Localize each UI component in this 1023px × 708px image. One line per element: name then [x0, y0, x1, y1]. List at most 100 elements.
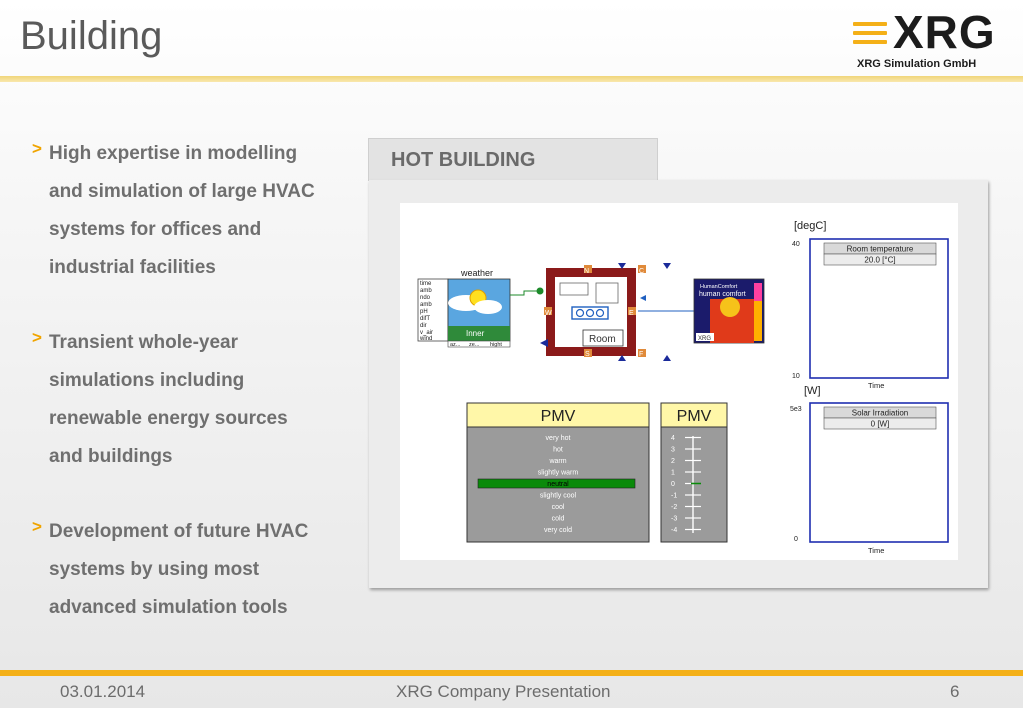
arrow-icon	[640, 295, 646, 301]
model-canvas: time amb ndo amb pH difT dir v_air wind …	[400, 203, 958, 560]
comfort-title: HumanComfort	[700, 284, 738, 290]
weather-bottom-port: az...	[450, 342, 461, 348]
room-port-f[interactable]	[638, 349, 646, 357]
room-port-e[interactable]	[628, 307, 636, 315]
weather-port: difT	[420, 316, 430, 322]
bullet-line: systems by using most	[49, 559, 260, 580]
footer-accent-bar	[0, 670, 1023, 676]
pmv-scale-tick-label: -2	[671, 504, 677, 511]
bullet-marker: >	[32, 517, 42, 536]
pmv-scale-tick-label: -4	[671, 527, 677, 534]
plot-ymax: 5e3	[790, 406, 802, 413]
bullet-line: industrial facilities	[49, 257, 216, 278]
irradiation-plot: [W] 5e3 0 Solar Irradiation 0 [W] Time	[790, 385, 949, 555]
pmv-level-label: neutral	[547, 481, 569, 488]
bullet-line: simulations including	[49, 370, 245, 391]
pmv-selected-highlight	[477, 478, 636, 489]
bullet-list: > High expertise in modelling and simula…	[32, 135, 362, 664]
comfort-tag: XRG	[698, 336, 711, 342]
figure-tab-title: HOT BUILDING	[391, 149, 536, 171]
weather-port: wind	[419, 336, 432, 342]
plot-unit: [W]	[804, 385, 821, 397]
triangle-port-icon	[663, 263, 671, 269]
bullet-line: systems for offices and	[49, 219, 262, 240]
bullet-line: renewable energy sources	[49, 408, 288, 429]
logo-wordmark: XRG	[893, 6, 996, 58]
triangle-port-icon	[618, 263, 626, 269]
cloud-icon	[474, 300, 502, 314]
weather-inner-label: Inner	[466, 329, 485, 338]
pmv-scale-tick-label: 0	[671, 481, 675, 488]
weather-port: ndo	[420, 295, 431, 301]
pmv-level-label: cold	[552, 516, 565, 523]
comfort-block[interactable]: HumanComfort human comfort XRG	[693, 278, 765, 344]
bullet-item: > High expertise in modelling and simula…	[32, 135, 362, 287]
triangle-port-icon	[618, 355, 626, 361]
pmv-scale-tick-label: 2	[671, 458, 675, 465]
bullet-line: advanced simulation tools	[49, 597, 288, 618]
logo-stripes-icon	[853, 22, 887, 49]
plot-legend: Solar Irradiation	[852, 409, 908, 418]
header-accent-bar	[0, 76, 1023, 82]
room-port-c[interactable]	[638, 265, 646, 273]
room-port-label: F	[639, 351, 643, 358]
plot-xlabel: Time	[868, 381, 884, 390]
room-block[interactable]: Room N C W E S F	[540, 263, 671, 361]
plot-ymin: 10	[792, 373, 800, 380]
pmv-level-label: slightly warm	[538, 470, 579, 477]
pmv-scale-tick-label: 3	[671, 447, 675, 454]
plot-legend: Room temperature	[847, 245, 914, 254]
room-port-s[interactable]	[584, 349, 592, 357]
pmv-level-label: slightly cool	[540, 493, 577, 500]
weather-bottom-port: hight	[490, 342, 502, 348]
connector-port-icon	[536, 287, 544, 295]
model-diagram: time amb ndo amb pH difT dir v_air wind …	[417, 220, 949, 555]
pmv-level-label: very cold	[544, 527, 572, 534]
plot-xlabel: Time	[868, 546, 884, 555]
plot-ymax: 40	[792, 241, 800, 248]
triangle-port-icon	[663, 355, 671, 361]
bullet-marker: >	[32, 139, 42, 158]
pmv-scale-tick-label: 4	[671, 435, 675, 442]
pmv-scale-title: PMV	[677, 408, 712, 425]
footer-title: XRG Company Presentation	[396, 682, 611, 701]
weather-port: v_air	[420, 330, 433, 336]
pmv-scale-tick-label: -1	[671, 493, 677, 500]
pmv-level-label: hot	[553, 447, 563, 454]
pmv-panel-title: PMV	[541, 408, 576, 425]
bullet-item: > Transient whole-year simulations inclu…	[32, 324, 362, 476]
room-port-label: S	[585, 351, 590, 358]
weather-block[interactable]: time amb ndo amb pH difT dir v_air wind …	[417, 268, 511, 348]
radiator-icon	[571, 306, 609, 320]
bullet-line: and buildings	[49, 446, 173, 467]
plot-unit: [degC]	[794, 220, 826, 232]
room-port-label: W	[545, 310, 552, 317]
bullet-item: > Development of future HVAC systems by …	[32, 513, 362, 627]
room-port-w[interactable]	[544, 307, 552, 315]
weather-port: amb	[420, 288, 432, 294]
bullet-line: High expertise in modelling	[49, 143, 298, 164]
logo-subtitle: XRG Simulation GmbH	[857, 58, 977, 70]
comfort-subtitle: human comfort	[699, 291, 746, 298]
plot-readout: 0 [W]	[871, 420, 890, 429]
weather-port: time	[420, 281, 432, 287]
weather-room-connector	[510, 290, 540, 296]
room-port-label: N	[584, 268, 589, 275]
pmv-scale-tick-label: 1	[671, 470, 675, 477]
figure-tab: HOT BUILDING	[368, 138, 658, 181]
triangle-port-icon	[540, 339, 548, 347]
slide-title: Building	[20, 14, 163, 58]
plot-ymin: 0	[794, 536, 798, 543]
weather-ground	[448, 326, 510, 341]
weather-port: dir	[420, 323, 427, 329]
bullet-marker: >	[32, 328, 42, 347]
weather-port: pH	[420, 309, 428, 315]
bullet-line: Development of future HVAC	[49, 521, 309, 542]
room-port-n[interactable]	[584, 265, 592, 273]
pmv-level-label: warm	[548, 458, 566, 465]
weather-port: amb	[420, 302, 432, 308]
